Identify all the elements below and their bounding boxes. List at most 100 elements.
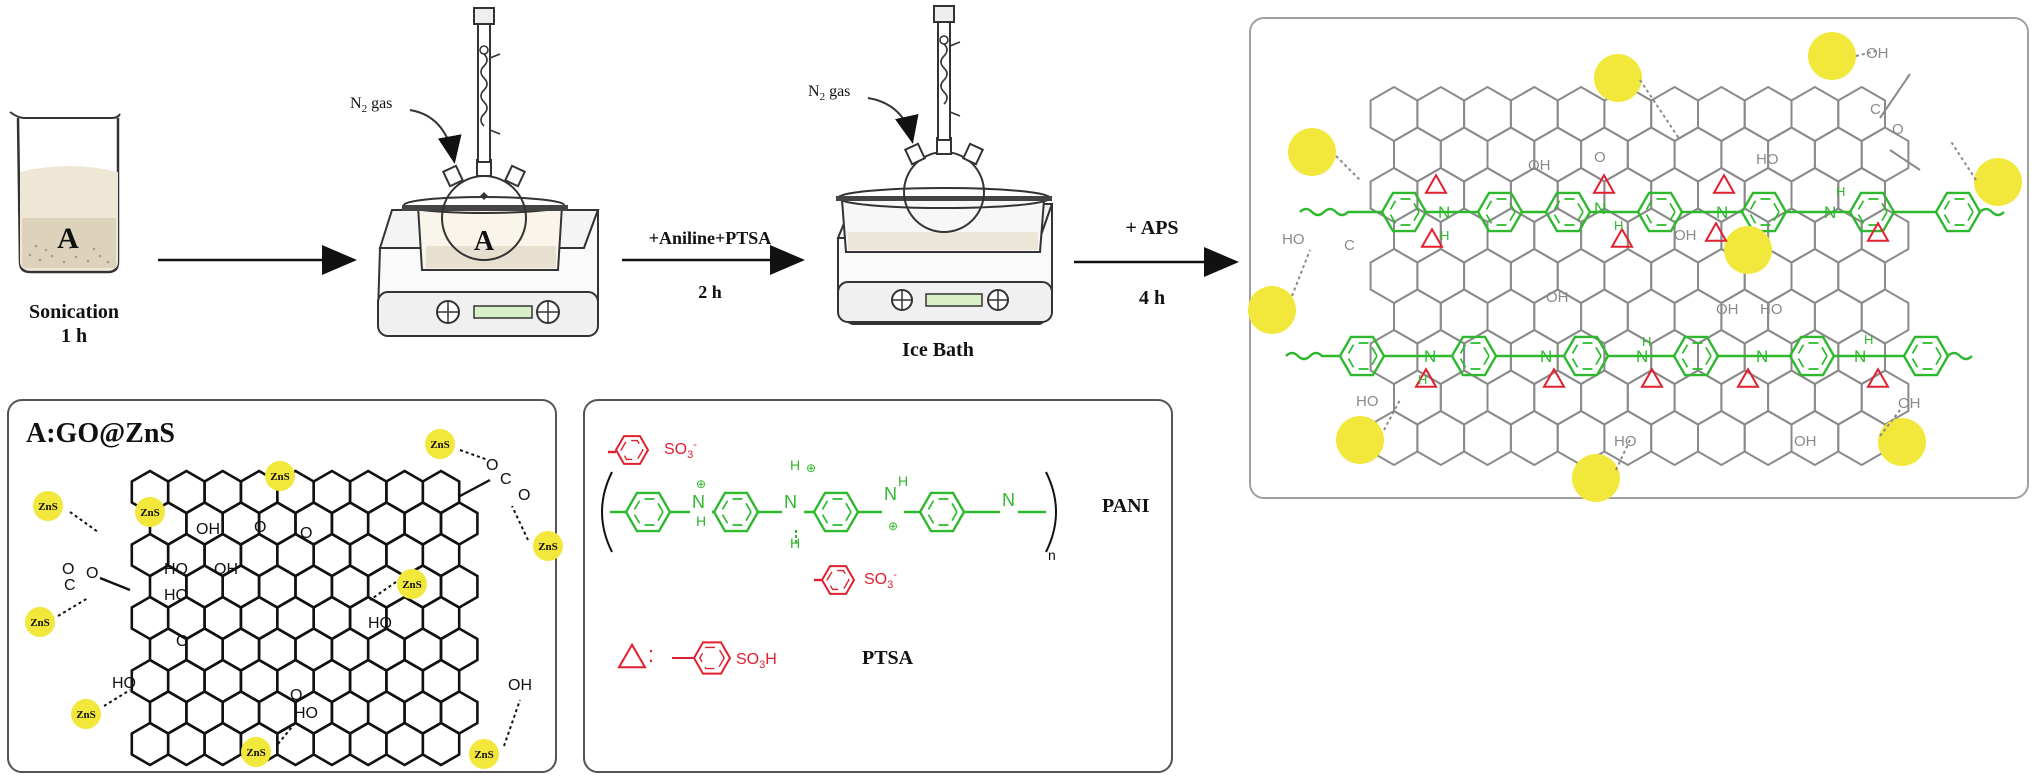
product-graphene-ring [1837,409,1886,467]
flask-label: A [474,226,495,257]
panel-b-pani-ptsa: SO3- SO3- N H ⊕ N H ⊕ H N H ⊕ N n PANI :… [583,399,1173,773]
product-ho-label-3: HO [1760,301,1783,318]
product-ptsa-3 [1592,173,1616,194]
zns-particle-a-5-label: ZnS [538,541,558,553]
product-n-6: N [1540,347,1552,366]
go-oh-2: OH [214,561,238,578]
product-ptsa-8 [1414,367,1438,388]
beaker-step-1: A [9,111,121,274]
zns-particle-a-8 [241,737,271,767]
product-n-9: N [1854,347,1866,366]
zns-particle-a-3-label: ZnS [38,501,58,513]
zns-particle-a-5 [533,531,563,561]
product-n-3: N [1716,203,1728,222]
zns-particle-a-2 [265,461,295,491]
product-h-5: H [1642,334,1651,349]
n2-gas-label-step-3: N2 gas [808,83,850,103]
zns-link-a-8 [369,581,397,601]
pani-repeat-n: n [1048,547,1056,563]
product-zns-particle-3 [1974,158,2022,206]
arrow-2-reagents: +Aniline+PTSA [649,228,772,248]
ptsa-ring-bottom-inner [826,569,850,591]
ptsa-ring-top-inner [620,439,644,461]
product-n-7: N [1636,347,1648,366]
zns-particle-a-1-label: ZnS [430,439,450,451]
product-n-1: N [1438,203,1450,222]
product-n-5: N [1424,347,1436,366]
arrow-3-time: 4 h [1139,287,1165,309]
product-h-6: H [1864,332,1873,347]
product-oh-label-7: OH [1674,227,1697,244]
pani-structure [601,435,1057,675]
product-zns-particle-7 [1336,416,1384,464]
go-oh-3: OH [508,677,532,694]
product-graphene-sheet [1369,73,1921,467]
product-zns-particle-8 [1572,454,1620,502]
zns-link-a-7 [511,505,529,541]
go-o-7: O [486,457,498,474]
pani-n-1: N [692,492,705,512]
pani-n-4: N [1002,490,1015,510]
product-n-2: N [1594,199,1606,218]
go-c-1: C [64,577,76,594]
product-amine-labels: N N H N N H H N H N N H N N H [1418,184,1873,387]
go-functional-labels: OH O O HO OH HO O HO HO O HO OH O C O O … [62,457,532,722]
go-carboxyl-bond [99,478,491,592]
pani-label: PANI [1102,495,1150,517]
product-carboxyl [1879,73,1921,171]
ice-bath-setup-step-3: N2 gas [808,5,1054,325]
go-o-6: O [86,565,98,582]
arrow-2-time: 2 h [698,282,722,302]
product-zns-particle-1 [1594,54,1642,102]
pani-brackets [601,471,1057,553]
go-o-1: O [254,519,266,536]
pani-text: SO3- SO3- N H ⊕ N H ⊕ H N H ⊕ N n PANI :… [648,439,1150,671]
go-oh-1: OH [196,521,220,538]
pani-plus-1: ⊕ [696,477,706,491]
product-o-label-1: O [1892,121,1904,138]
zns-link-a-6 [503,699,521,747]
product-zns-link-5 [1291,249,1311,297]
product-zns-particle-5 [1248,286,1296,334]
product-c-label-1: C [1870,101,1881,118]
zns-particle-a-9 [469,739,499,769]
panel-a-title: A:GO@ZnS [26,418,175,449]
sonication-time: 1 h [61,325,87,347]
go-o-8: O [518,487,530,504]
product-oh-label-4: OH [1716,301,1739,318]
zns-particle-a-1 [425,429,455,459]
product-oh-label-3: OH [1546,289,1569,306]
hotplate-setup-step-2: A N2 gas [350,7,600,337]
go-ho-1: HO [164,561,188,578]
pani-n-3: N [884,484,897,504]
zns-link-a-4 [103,689,131,707]
product-labels: OH C O OH O HO HO C OH OH HO HO HO OH OH… [1282,45,1921,450]
ptsa-legend-triangle [617,642,647,669]
zns-particle-a-7 [71,699,101,729]
zns-link-a-5 [277,721,297,745]
pani-plus-2: ⊕ [806,461,816,475]
zns-particle-a-9-label: ZnS [474,749,494,761]
beaker-label: A [57,222,79,255]
pani-h-4: H [898,473,908,489]
product-ptsa-7 [1866,221,1890,242]
product-zns-link-2 [1855,49,1881,57]
product-zns-link-3 [1949,139,1977,181]
product-ptsa-11 [1736,367,1760,388]
product-ptsa-1 [1424,173,1448,194]
product-ho-label-4: HO [1356,393,1379,410]
pani-h-2: H [790,457,800,473]
ptsa-top-so3: SO3- [664,439,697,461]
ptsa-legend-so3h: SO3H [736,651,777,671]
pani-n-2: N [784,492,797,512]
go-o-2: O [300,525,312,542]
go-ho-3: HO [368,615,392,632]
product-oh-label-6: OH [1898,395,1921,412]
product-ho-label-2: HO [1282,231,1305,248]
go-o-3: O [176,633,188,650]
product-ptsa-10 [1640,367,1664,388]
zns-particle-a-8-label: ZnS [246,747,266,759]
pani-h-3: H [790,535,800,551]
product-zns-particle-4 [1288,128,1336,176]
product-pani-chains [1285,191,2005,377]
